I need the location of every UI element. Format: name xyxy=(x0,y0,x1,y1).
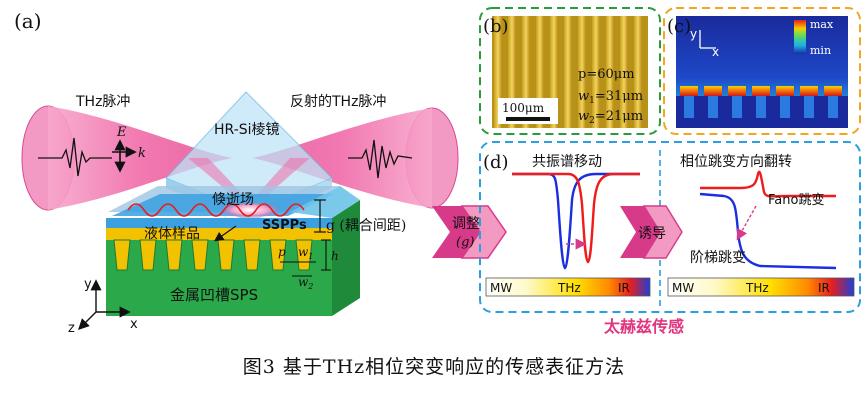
axis-y-label: y xyxy=(84,277,92,292)
metal-ridge xyxy=(620,16,628,128)
panel-c-frame xyxy=(663,7,861,135)
w2-label: w2 xyxy=(298,275,313,291)
metal-ridge xyxy=(592,16,600,128)
gap-label: g (耦合间距) xyxy=(326,218,406,234)
colorbar-min: min xyxy=(810,44,831,57)
groove-field xyxy=(684,96,694,118)
metal-ridge xyxy=(578,16,586,128)
metal-sps-label: 金属凹槽SPS xyxy=(170,286,258,304)
axis-z-label: z xyxy=(68,321,75,336)
scalebar xyxy=(506,117,550,121)
colorbar xyxy=(794,20,806,54)
w1-label: w1 xyxy=(298,245,313,261)
groove-field xyxy=(732,96,742,118)
flip-arrow xyxy=(736,205,757,241)
field-hotspot xyxy=(776,86,794,96)
band-left xyxy=(485,277,651,297)
left-title: 共振谱移动 xyxy=(532,154,602,170)
e-label: E xyxy=(116,125,127,140)
colorbar-max: max xyxy=(810,18,834,31)
groove xyxy=(243,239,261,271)
field-map xyxy=(676,16,848,128)
fano-curve xyxy=(700,170,836,198)
field-hotspot xyxy=(704,86,722,96)
reflected-waveform xyxy=(348,139,413,179)
metal-ridge xyxy=(606,16,614,128)
band-left-mw: MW xyxy=(490,281,512,295)
groove-field xyxy=(828,96,838,118)
step-label: 阶梯跳变 xyxy=(690,250,746,266)
evanescent-hotspot xyxy=(220,202,280,218)
groove xyxy=(165,239,183,271)
groove-field xyxy=(708,96,718,118)
field-axis-x: x xyxy=(712,45,719,59)
modulate-label: 调整 xyxy=(452,216,480,232)
metal-ridge xyxy=(522,16,530,128)
groove-field xyxy=(780,96,790,118)
axes-glyph xyxy=(78,279,131,330)
panel-b-label: (b) xyxy=(483,16,509,37)
groove xyxy=(139,239,157,271)
band-right-ir: IR xyxy=(818,281,830,295)
panel-d-frame xyxy=(479,141,861,313)
band-left-ir: IR xyxy=(618,281,630,295)
fano-label: Fano跳变 xyxy=(768,192,824,208)
incident-waveform xyxy=(38,137,112,177)
sensing-label: 太赫兹传感 xyxy=(603,317,684,336)
axis-x-label: x xyxy=(130,317,138,332)
p-label: p xyxy=(278,245,286,259)
induce-arrow xyxy=(620,205,683,259)
w1-value: w1=31μm xyxy=(578,89,643,106)
resonance-dip-red xyxy=(512,172,640,264)
right-title: 相位跳变方向翻转 xyxy=(680,154,792,170)
reflected-beam xyxy=(252,107,459,209)
metal-ridge xyxy=(494,16,502,128)
groove xyxy=(191,239,209,271)
panel-c-label: (c) xyxy=(667,16,691,37)
h-label: h xyxy=(331,249,339,263)
panel-a-label: (a) xyxy=(14,9,42,33)
groove xyxy=(217,239,235,271)
induce-label: 诱导 xyxy=(638,226,666,242)
panel-b-frame xyxy=(479,7,661,135)
band-left-thz: THz xyxy=(557,281,581,295)
field-axis-y: y xyxy=(690,27,697,41)
liquid-sample-label: 液体样品 xyxy=(144,226,200,242)
field-hotspot xyxy=(680,86,698,96)
metal-ridge xyxy=(634,16,642,128)
scalebar-label: 100μm xyxy=(502,101,545,115)
prism-label: HR-Si棱镜 xyxy=(214,122,280,138)
groove xyxy=(113,239,131,271)
k-label: k xyxy=(138,146,146,161)
field-hotspot xyxy=(800,86,818,96)
w2-value: w2=21μm xyxy=(578,109,643,126)
band-right-thz: THz xyxy=(745,281,769,295)
thz-pulse-label: THz脉冲 xyxy=(75,94,130,110)
groove-field xyxy=(756,96,766,118)
modulate-arrow xyxy=(432,205,507,259)
reflected-pulse-label: 反射的THz脉冲 xyxy=(290,94,386,110)
metal-ridge xyxy=(508,16,516,128)
modulate-g-label: (g) xyxy=(456,235,474,250)
resonance-dip-blue xyxy=(512,172,640,270)
micrograph xyxy=(492,16,648,128)
panel-d-label: (d) xyxy=(483,152,509,173)
field-hotspot xyxy=(728,86,746,96)
band-right xyxy=(667,277,855,297)
field-hotspot xyxy=(824,86,842,96)
p-value: p=60μm xyxy=(578,67,635,82)
sspps-label: SSPPs xyxy=(262,218,307,233)
metal-ridge xyxy=(550,16,558,128)
metal-ridge xyxy=(536,16,544,128)
band-right-mw: MW xyxy=(672,281,694,295)
field-hotspot xyxy=(752,86,770,96)
metal-ridge xyxy=(564,16,572,128)
figure-caption: 图3 基于THz相位突变响应的传感表征方法 xyxy=(242,356,626,378)
evanescent-label: 倏逝场 xyxy=(212,191,254,208)
groove-field xyxy=(804,96,814,118)
sspp-wave xyxy=(127,203,305,217)
